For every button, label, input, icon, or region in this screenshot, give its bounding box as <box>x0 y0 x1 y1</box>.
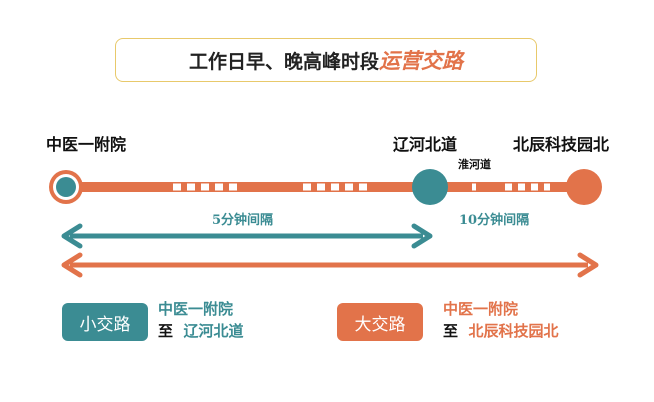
station-sub-label: 淮河道 <box>458 158 491 171</box>
large-route-to: 北辰科技园北 <box>468 322 559 340</box>
small-route-to: 辽河北道 <box>183 322 244 340</box>
interval-long: 10分钟间隔 <box>459 213 530 228</box>
title-main: 工作日早、晚高峰时段 <box>188 50 379 73</box>
station-start-label: 中医一附院 <box>46 135 127 154</box>
interval-short: 5分钟间隔 <box>212 213 274 228</box>
title-box: 工作日早、晚高峰时段运营交路 <box>115 38 537 82</box>
small-route-to-word: 至 <box>158 322 174 340</box>
station-sub-mark <box>472 183 476 191</box>
small-route-text: 中医一附院 至 辽河北道 <box>158 298 243 342</box>
station-mid-dot <box>412 169 448 205</box>
small-route-from: 中医一附院 <box>158 300 234 318</box>
large-route-arrow <box>61 252 599 278</box>
large-route-badge: 大交路 <box>337 303 423 341</box>
large-route-text: 中医一附院 至 北辰科技园北 <box>443 298 558 342</box>
dash-marks <box>173 183 550 191</box>
small-route-badge: 小交路 <box>62 303 148 341</box>
station-end-dot <box>566 169 602 205</box>
large-route-from: 中医一附院 <box>443 300 519 318</box>
large-route-to-word: 至 <box>443 322 459 340</box>
station-end-label: 北辰科技园北 <box>513 135 610 154</box>
station-mid-label: 辽河北道 <box>393 135 458 154</box>
title-accent: 运营交路 <box>379 48 463 73</box>
station-start-dot <box>56 177 76 197</box>
small-route-arrow <box>61 223 433 249</box>
